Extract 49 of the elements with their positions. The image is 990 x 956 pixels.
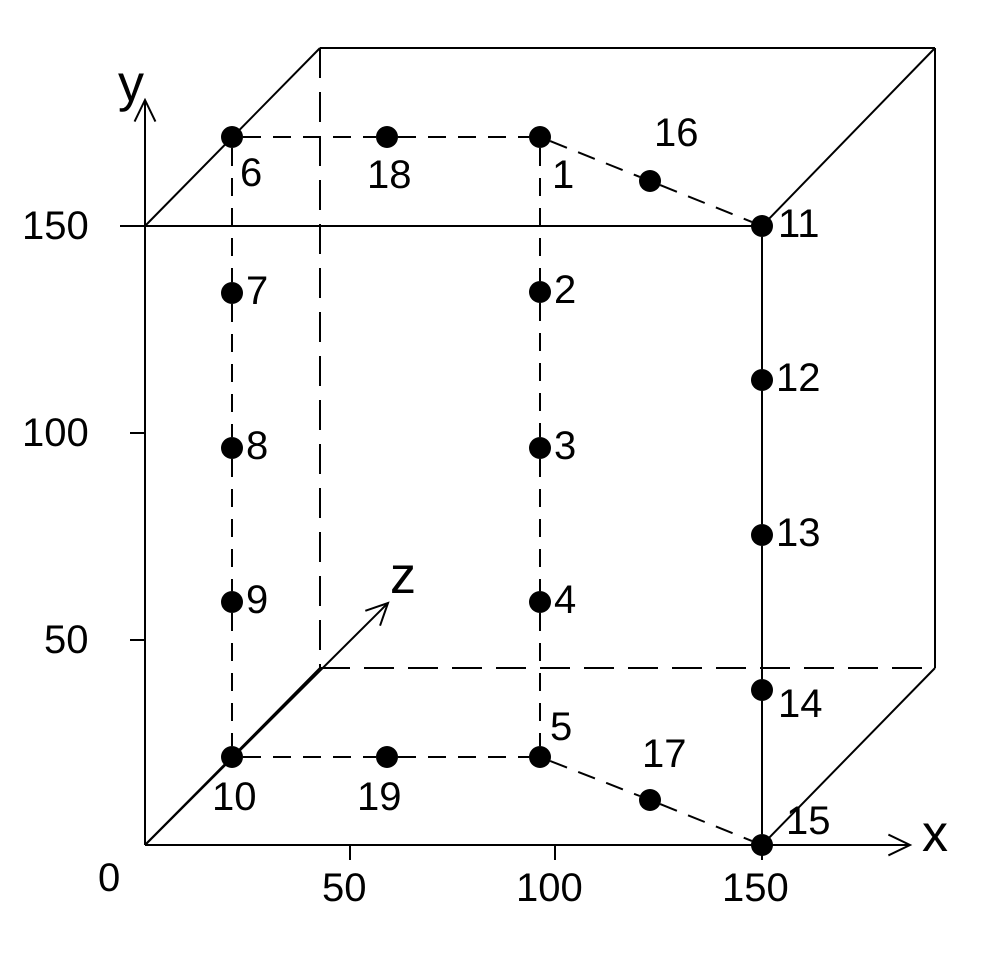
- dashed-line: [539, 303, 541, 437]
- dashed-line: [243, 756, 376, 758]
- point-number: 11: [778, 204, 820, 244]
- point-number: 1: [552, 155, 574, 195]
- point-number: 3: [554, 426, 576, 466]
- axis-letter: z: [390, 550, 416, 602]
- point-number: 12: [776, 358, 820, 398]
- axis-tick-label: 150: [722, 868, 789, 908]
- point-number: 16: [654, 113, 698, 153]
- axis-tick-label: 150: [22, 206, 89, 246]
- point-number: 17: [642, 734, 686, 774]
- dashed-line: [660, 803, 752, 842]
- dashed-line: [539, 459, 541, 591]
- point-number: 5: [550, 707, 572, 747]
- point-number: 4: [554, 580, 576, 620]
- point-number: 14: [778, 684, 822, 724]
- dashed-line: [550, 140, 640, 178]
- axis-tick-label: 100: [516, 868, 583, 908]
- dashed-line: [231, 613, 233, 746]
- point-number: 18: [367, 155, 412, 195]
- axis-letter: x: [922, 808, 948, 860]
- point-number: 6: [240, 153, 262, 193]
- axis-letter: y: [118, 58, 144, 110]
- dashed-line: [398, 136, 529, 138]
- line: [761, 391, 763, 524]
- line: [761, 701, 763, 834]
- dashed-line: [539, 613, 541, 746]
- dashed-line: [231, 148, 233, 282]
- point-number: 8: [246, 426, 268, 466]
- line: [761, 237, 763, 369]
- point-number: 2: [554, 270, 576, 310]
- dashed-line: [231, 304, 233, 437]
- axis-tick-label: 50: [44, 620, 88, 660]
- dashed-line: [660, 184, 752, 223]
- axis-tick-label: 50: [322, 868, 366, 908]
- axis-tick-label: 100: [22, 413, 89, 453]
- dashed-line: [243, 136, 376, 138]
- dashed-line: [231, 459, 233, 591]
- axis-tick-label: 0: [98, 858, 120, 898]
- point-number: 9: [246, 580, 268, 620]
- dashed-line: [398, 756, 529, 758]
- dashed-line: [550, 760, 640, 797]
- point-number: 7: [246, 271, 268, 311]
- line: [761, 546, 763, 679]
- point-number: 19: [357, 777, 402, 817]
- point-number: 13: [776, 513, 820, 553]
- point-number: 15: [786, 801, 830, 841]
- dashed-line: [539, 148, 541, 281]
- point-number: 10: [212, 777, 256, 817]
